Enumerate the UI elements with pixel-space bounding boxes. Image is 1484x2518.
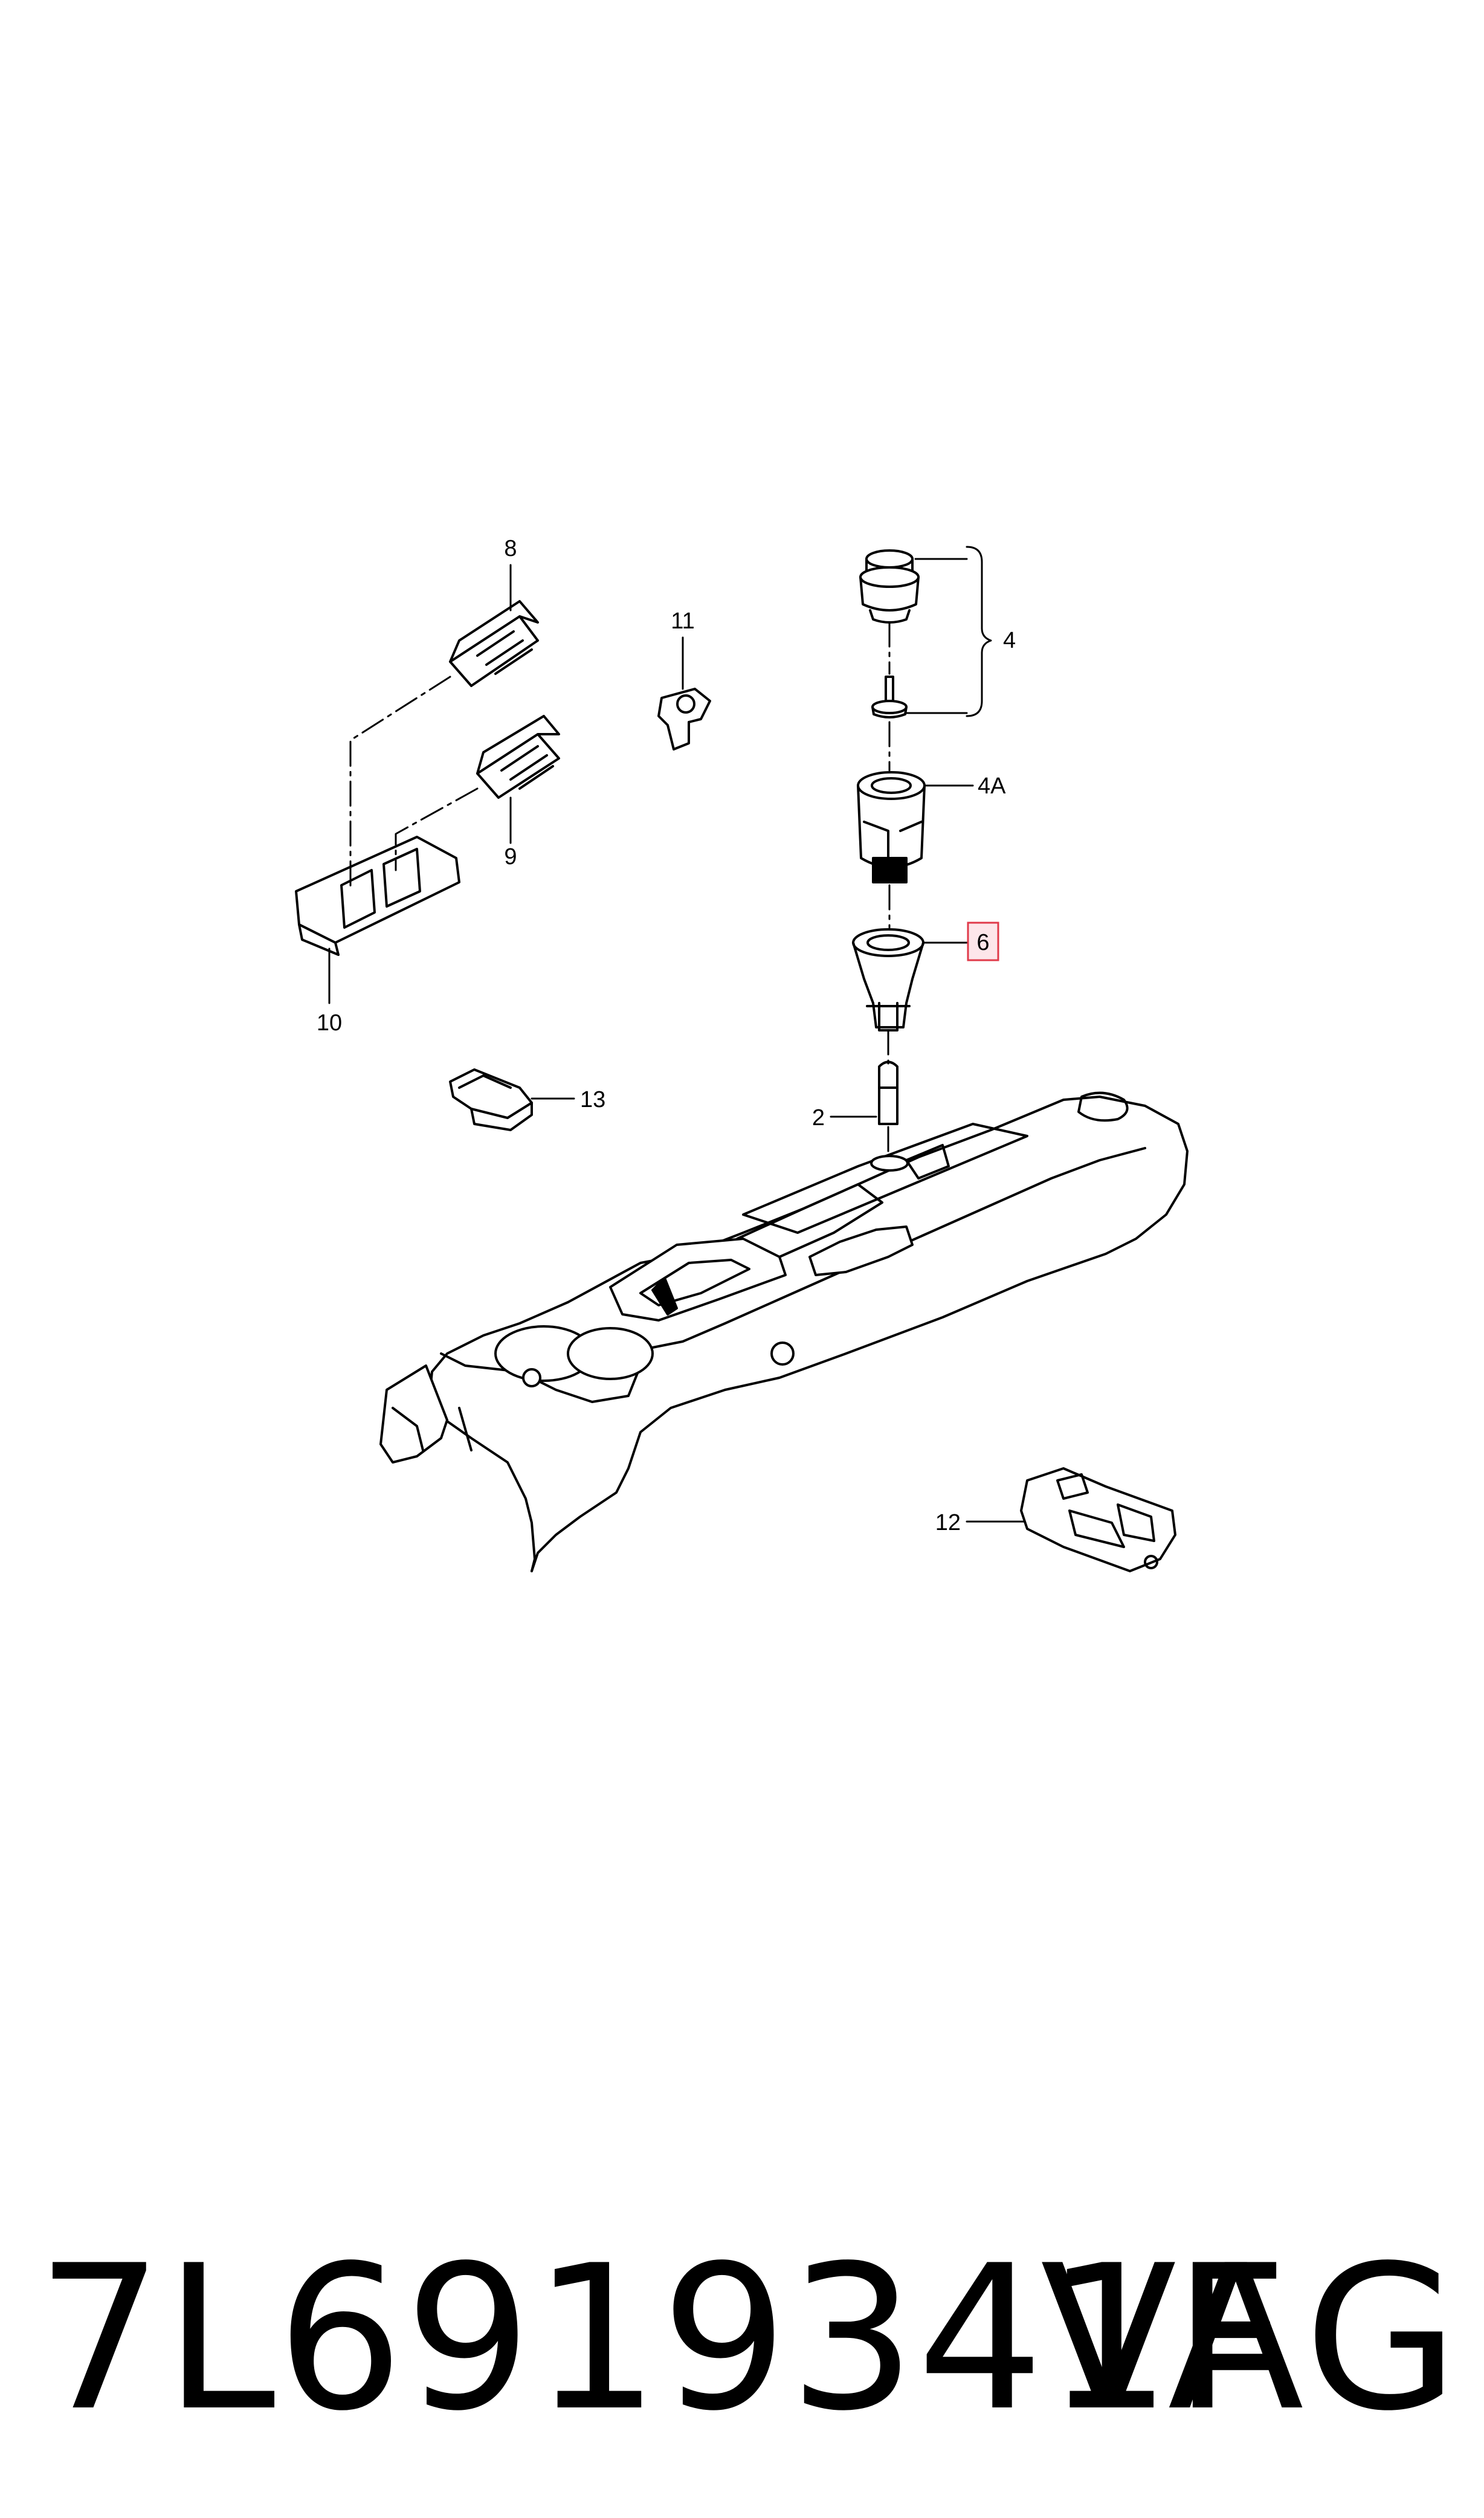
- part-4-lighter: [859, 549, 920, 624]
- callout-2: 2: [812, 1105, 825, 1131]
- part-2-bulb: [878, 1060, 898, 1125]
- callout-4a: 4A: [978, 773, 1006, 799]
- callout-9: 9: [504, 844, 517, 870]
- callout-12: 12: [935, 1510, 961, 1535]
- part-12-bracket: [1020, 1467, 1176, 1572]
- part-4a-socket: [857, 771, 926, 883]
- part-11-clip: [657, 688, 711, 751]
- part-9-switch: [476, 715, 560, 799]
- callout-10: 10: [317, 1010, 342, 1036]
- assembly-lines-left: [349, 676, 479, 889]
- callout-labels: 8 11 4 4A 9 6 10 13 2 12: [317, 536, 1016, 1535]
- callout-8: 8: [504, 536, 517, 561]
- assembly-axis: [887, 621, 891, 1158]
- part-number: 7L6919341F: [36, 2223, 1289, 2455]
- part-13-connector: [449, 1068, 533, 1131]
- part-4-pin: [871, 676, 908, 718]
- part-10-panel: [295, 836, 460, 956]
- callout-6-highlight: 6: [967, 922, 999, 961]
- callout-4: 4: [1003, 628, 1016, 653]
- leader-lines: [328, 546, 1025, 1523]
- callout-11: 11: [671, 609, 694, 634]
- callout-6: 6: [976, 930, 989, 955]
- brand-name: VAG: [1040, 2223, 1462, 2455]
- part-6-ring: [852, 928, 924, 1031]
- callout-13: 13: [580, 1087, 605, 1112]
- center-console: [379, 1091, 1189, 1572]
- part-8-switch: [449, 600, 539, 687]
- footer: 7L6919341F VAG: [36, 2212, 1462, 2465]
